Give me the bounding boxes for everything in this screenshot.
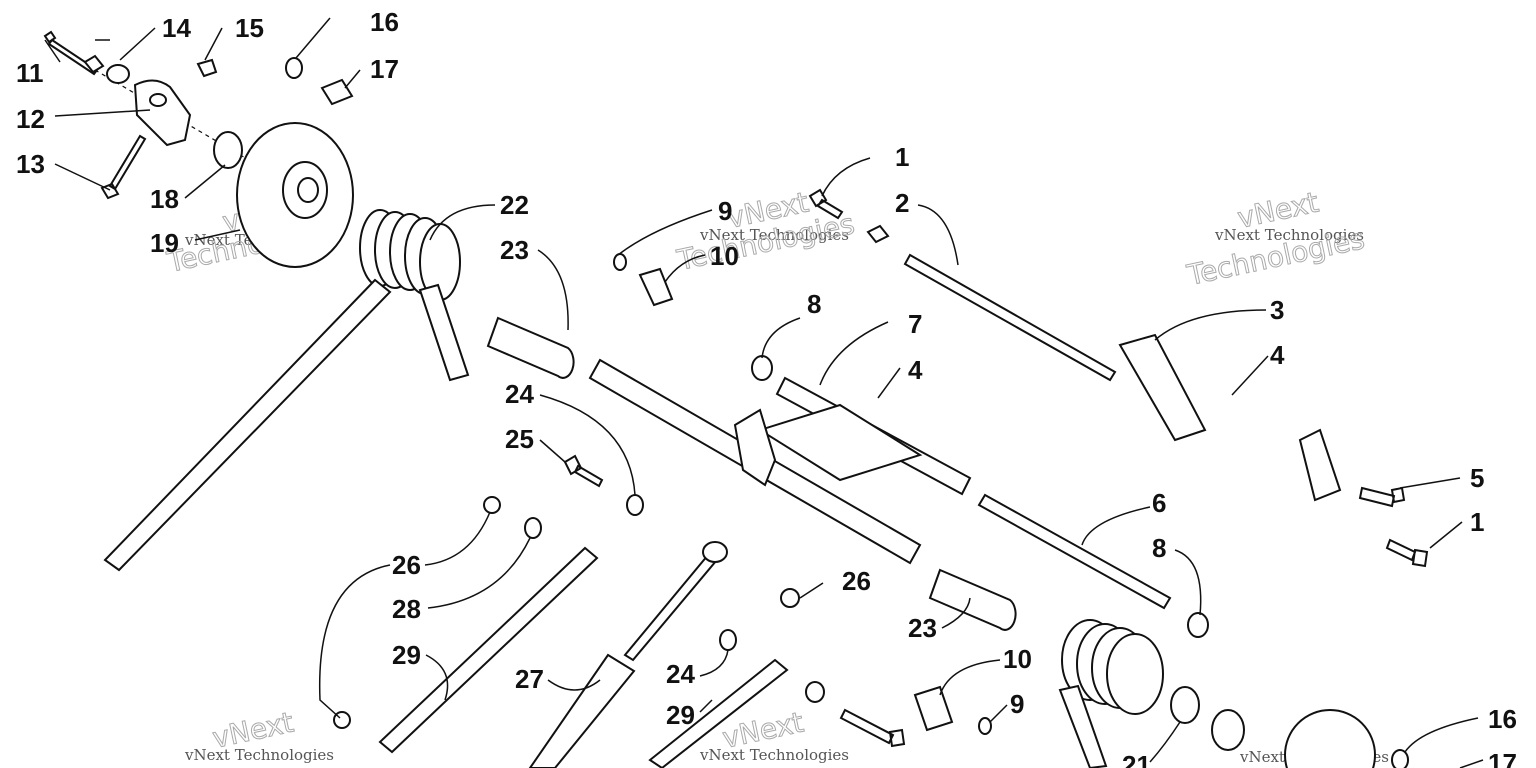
watermark-text: vNext Technologies xyxy=(699,746,849,764)
callout-11: 11 xyxy=(16,58,44,88)
callout-1: 1 xyxy=(895,142,909,172)
callout-24: 24 xyxy=(505,379,534,409)
callout-16: 16 xyxy=(370,7,399,37)
callout-8: 8 xyxy=(807,289,821,319)
clip-9 xyxy=(613,253,627,271)
bolt-5 xyxy=(1358,486,1406,508)
callout-13: 13 xyxy=(16,149,45,179)
callout-5: 5 xyxy=(1470,463,1484,493)
watermark-text: vNext Technologies xyxy=(1214,226,1364,244)
nut-26 xyxy=(780,588,800,608)
cross-brace xyxy=(757,403,923,482)
callout-15: 15 xyxy=(235,13,264,43)
callout-6: 6 xyxy=(1152,488,1166,518)
o-ring-16b xyxy=(1391,749,1409,768)
callout-26: 26 xyxy=(392,550,421,580)
link-29b xyxy=(648,658,789,768)
rear-shaft-6 xyxy=(977,493,1172,610)
plate-3 xyxy=(1118,333,1207,442)
callout-17: 17 xyxy=(1488,748,1517,768)
cap-10 xyxy=(638,267,674,307)
callout-numbers: 11 14 15 16 17 12 13 18 19 22 23 9 10 1 … xyxy=(16,7,1517,768)
spacer-part xyxy=(805,681,825,703)
callout-18: 18 xyxy=(150,184,179,214)
callout-26: 26 xyxy=(842,566,871,596)
plate-3b xyxy=(1298,428,1342,502)
torsion-spring-22 xyxy=(103,209,470,572)
idler-wheel xyxy=(1284,709,1376,768)
washer-part xyxy=(866,224,890,244)
bolt-11 xyxy=(43,30,99,76)
callout-25: 25 xyxy=(505,424,534,454)
bushing-14 xyxy=(106,64,130,84)
bolt-25 xyxy=(563,454,604,488)
callout-14: 14 xyxy=(162,13,191,43)
bolt-13 xyxy=(100,134,147,200)
callout-8: 8 xyxy=(1152,533,1166,563)
shock-eye xyxy=(702,541,728,563)
callout-29: 29 xyxy=(392,640,421,670)
callout-24: 24 xyxy=(666,659,695,689)
torsion-spring xyxy=(1058,619,1164,768)
arm-bracket xyxy=(733,408,777,487)
parts-group xyxy=(43,30,1429,768)
bolt-1 xyxy=(808,188,844,220)
seal-18 xyxy=(213,131,243,169)
washer-part xyxy=(83,54,105,74)
callout-19: 19 xyxy=(150,228,179,258)
callout-28: 28 xyxy=(392,594,421,624)
callout-17: 17 xyxy=(370,54,399,84)
callout-9: 9 xyxy=(718,196,732,226)
bushing-8 xyxy=(1187,612,1209,638)
callout-7: 7 xyxy=(908,309,922,339)
callout-23: 23 xyxy=(500,235,529,265)
callout-10: 10 xyxy=(710,241,739,271)
shock-rod xyxy=(623,553,718,662)
cap-10 xyxy=(913,685,954,732)
callout-12: 12 xyxy=(16,104,45,134)
nut-26 xyxy=(483,496,501,514)
o-ring-16 xyxy=(285,57,303,79)
callout-10: 10 xyxy=(1003,644,1032,674)
clip-9 xyxy=(978,717,992,735)
clip-15 xyxy=(196,58,218,78)
link-29 xyxy=(378,546,599,754)
callout-22: 22 xyxy=(500,190,529,220)
spacer-24 xyxy=(719,629,737,651)
callout-27: 27 xyxy=(515,664,544,694)
bolt-part xyxy=(839,708,906,748)
bushing-17 xyxy=(320,78,354,106)
bearing xyxy=(1211,709,1245,751)
bolt-1b xyxy=(1385,538,1429,568)
spacer-24 xyxy=(626,494,644,516)
watermark-text: vNext Technologies xyxy=(184,746,334,764)
idler-wheel-bearing xyxy=(297,177,319,203)
pivot-bushing-23 xyxy=(928,568,1017,631)
callout-4: 4 xyxy=(908,355,923,385)
shock-27 xyxy=(528,653,636,768)
bushing-8 xyxy=(751,355,773,381)
bracket-hole xyxy=(149,93,167,107)
bracket-12 xyxy=(133,79,192,147)
callout-21: 21 xyxy=(1122,750,1151,768)
callout-16: 16 xyxy=(1488,704,1517,734)
leader-lines xyxy=(44,17,1484,768)
callout-2: 2 xyxy=(895,188,909,218)
spacer-28 xyxy=(524,517,542,539)
rod-2 xyxy=(903,253,1117,382)
pivot-bushing-23 xyxy=(486,316,575,379)
callout-29: 29 xyxy=(666,700,695,730)
snap-ring-21 xyxy=(1170,686,1200,724)
watermark-text: vNext Technologies xyxy=(699,226,849,244)
callout-4: 4 xyxy=(1270,340,1285,370)
callout-9: 9 xyxy=(1010,689,1024,719)
callout-1: 1 xyxy=(1470,507,1484,537)
callout-23: 23 xyxy=(908,613,937,643)
callout-3: 3 xyxy=(1270,295,1284,325)
